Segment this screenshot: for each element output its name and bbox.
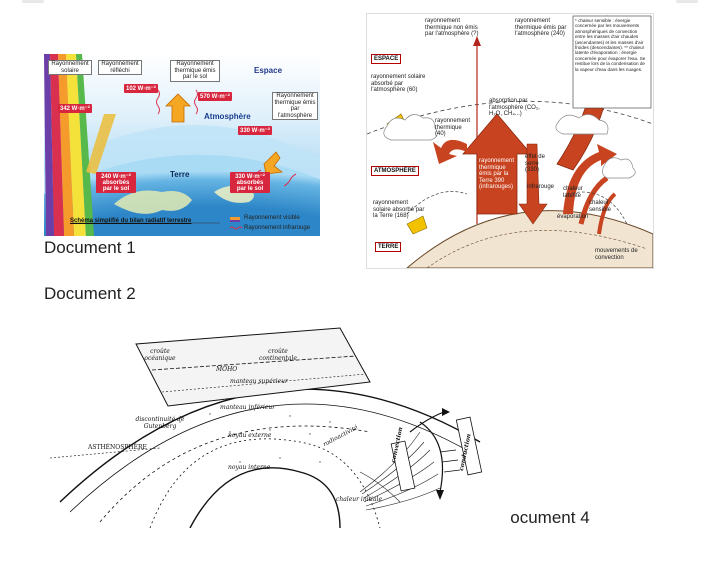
top-edge-decoration-right	[676, 0, 698, 3]
doc4-inner-core: noyau interne	[228, 464, 271, 471]
doc2-box-atmosphere: ATMOSPHÈRE	[371, 166, 419, 176]
doc1-legend-infrared: Rayonnement infrarouge	[244, 225, 311, 231]
doc4-figure: croûte océanique croûte continentale MOH…	[40, 322, 510, 528]
doc2-thermal-earth: rayonnement thermique émis par la Terre …	[479, 158, 515, 190]
doc2-greenhouse: effet de serre (330)	[525, 154, 545, 173]
doc1-thermal-atm-label: Rayonnement thermique émis par l'atmosph…	[272, 92, 318, 120]
doc1-space-label: Espace	[254, 66, 283, 75]
doc1-value-330: 330 W·m⁻²	[238, 126, 272, 135]
doc1-figure: Rayonnement solaire Rayonnement réfléchi…	[44, 54, 320, 236]
doc4-upper-mantle: manteau supérieur	[230, 378, 288, 385]
doc2-evaporation: évaporation	[557, 214, 589, 220]
doc4-moho: MOHO	[216, 366, 238, 373]
doc4-diagram	[49, 327, 483, 528]
doc4-outer-core: noyau externe	[228, 432, 272, 439]
doc2-diagram	[367, 15, 653, 268]
top-edge-decoration-left	[22, 0, 44, 3]
document-1-label: Document 1	[44, 238, 136, 257]
doc1-earth-label: Terre	[170, 170, 190, 179]
doc4-gutenberg: discontinuité de Gutenberg	[135, 416, 185, 430]
doc1-value-102: 102 W·m⁻²	[124, 84, 158, 93]
doc2-notes: * chaleur sensible : énergie concernée p…	[575, 18, 646, 72]
doc1-value-570: 570 W·m⁻²	[198, 92, 232, 101]
doc1-legend-visible: Rayonnement visible	[244, 215, 300, 221]
doc4-continental-crust: croûte continentale	[259, 348, 297, 362]
doc2-thermal-space: rayonnement thermique émis par l'atmosph…	[515, 18, 567, 37]
doc2-box-terre: TERRE	[375, 242, 402, 252]
doc2-box-espace: ESPACE	[371, 54, 402, 64]
doc2-solar-atm: rayonnement solaire absorbé par l'atmosp…	[371, 74, 426, 93]
doc4-oceanic-crust: croûte océanique	[144, 348, 176, 362]
doc2-thermal-atm-lost: rayonnement thermique non émis par l'atm…	[425, 18, 479, 37]
doc2-absorption: absorption par l'atmosphère (CO₂, H₂O, C…	[489, 98, 540, 117]
doc1-reflected-label: Rayonnement réfléchi	[98, 60, 142, 75]
doc2-figure: ESPACE ATMOSPHÈRE TERRE rayonnement ther…	[366, 13, 654, 269]
doc1-absorbed-330: 330 W·m⁻² absorbés par le sol	[230, 172, 270, 193]
doc1-value-342: 342 W·m⁻²	[58, 104, 92, 113]
document-4-label: Document 4	[498, 508, 590, 527]
doc1-caption: Schéma simplifié du bilan radiatif terre…	[70, 218, 192, 224]
doc1-absorbed-240: 240 W·m⁻² absorbés par le sol	[96, 172, 136, 193]
doc2-infrared: infrarouge	[527, 184, 555, 190]
document-2-label: Document 2	[44, 284, 136, 303]
doc2-latent: chaleur latente	[563, 186, 583, 199]
doc4-asthenosphere: ASTHÉNOSPHÈRE	[88, 444, 147, 451]
doc1-atmosphere-label: Atmosphère	[204, 112, 251, 121]
doc2-solar-earth: rayonnement solaire absorbé par la Terre…	[373, 200, 425, 219]
doc1-solar-label: Rayonnement solaire	[48, 60, 92, 75]
doc4-lower-mantle: manteau inférieur	[220, 404, 276, 411]
doc2-sensible: chaleur sensible	[589, 200, 612, 213]
doc2-thermal: rayonnement thermique (40)	[435, 118, 471, 137]
doc2-convection-moves: mouvements de convection	[595, 248, 638, 261]
doc4-initial-heat: chaleur initiale	[336, 496, 382, 503]
doc1-thermal-ground-label: Rayonnement thermique émis par le sol	[170, 60, 220, 82]
